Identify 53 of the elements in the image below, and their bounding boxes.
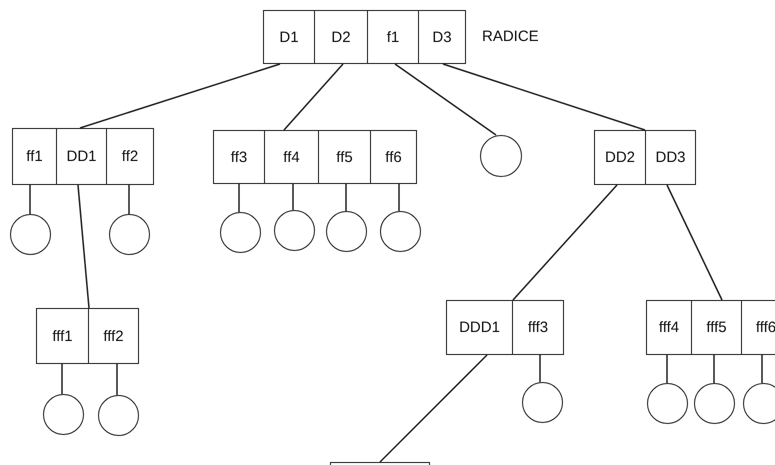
tree-link xyxy=(116,364,118,395)
tree-link xyxy=(80,63,280,129)
leaf-circle xyxy=(380,211,421,252)
leaf-circle xyxy=(98,395,139,436)
tree-link xyxy=(128,185,130,214)
leaf-circle xyxy=(743,383,775,424)
record-cell: D2 xyxy=(314,10,368,64)
tree-link xyxy=(283,64,344,130)
tree-link xyxy=(666,184,723,300)
tree-link xyxy=(345,184,347,211)
leaf-circle xyxy=(220,212,261,253)
tree-link xyxy=(77,184,90,308)
record-cell: D3 xyxy=(418,10,466,64)
record-cell: ff6 xyxy=(370,130,417,184)
record-cell: DDD1 xyxy=(446,300,513,355)
tree-link xyxy=(238,184,240,212)
tree-link xyxy=(713,355,715,383)
leaf-circle xyxy=(274,210,315,251)
record-cell: fff4 xyxy=(646,300,692,355)
leaf-circle xyxy=(10,214,51,255)
tree-link xyxy=(394,63,496,136)
tree-link xyxy=(761,355,763,383)
tree-link xyxy=(398,184,400,211)
leaf-circle xyxy=(694,383,735,424)
tree-link xyxy=(666,355,668,383)
leaf-circle xyxy=(326,211,367,252)
tree-link xyxy=(61,364,63,394)
record-cell: D1 xyxy=(263,10,315,64)
tree-link xyxy=(29,185,31,214)
record-cell: ff4 xyxy=(264,130,319,184)
record-cell: ff2 xyxy=(106,128,154,185)
record-cell: DD3 xyxy=(645,130,696,185)
leaf-circle xyxy=(647,383,688,424)
record-cell: fff3 xyxy=(512,300,564,355)
record-cell: DD1 xyxy=(56,128,107,185)
root-label: RADICE xyxy=(482,28,539,45)
leaf-circle xyxy=(480,135,522,177)
leaf-circle xyxy=(109,214,150,255)
record-cell: ff5 xyxy=(318,130,371,184)
tree-link xyxy=(539,355,541,382)
tree-link xyxy=(442,63,646,131)
record-cell: fff1 xyxy=(36,308,89,364)
leaf-circle xyxy=(43,394,84,435)
record-cell: ff1 xyxy=(12,128,57,185)
record-cell: ff3 xyxy=(213,130,265,184)
tree-link xyxy=(292,184,294,210)
tree-link xyxy=(379,354,488,463)
record-cell: DD2 xyxy=(594,130,646,185)
record-cell: fff2 xyxy=(88,308,139,364)
record-cell: f1 xyxy=(367,10,419,64)
tree-link xyxy=(512,184,618,300)
leaf-circle xyxy=(522,382,563,423)
record-cell: fff5 xyxy=(691,300,742,355)
